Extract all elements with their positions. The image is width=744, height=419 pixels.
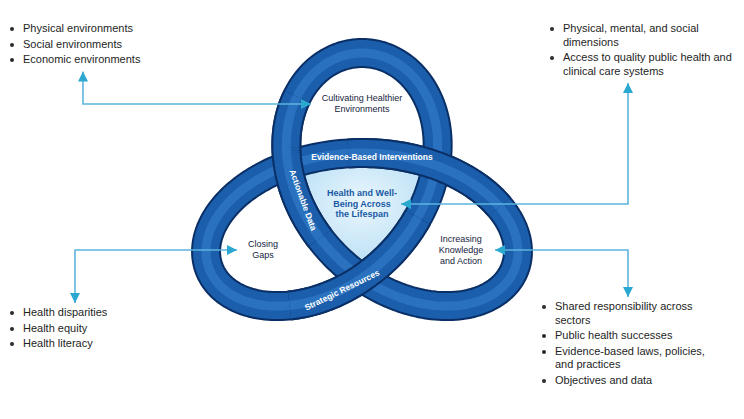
bullet-text: Physical, mental, and social dimensions (563, 22, 738, 49)
bullet-list: Physical, mental, and social dimensionsA… (548, 22, 738, 80)
bullet-dot (10, 43, 14, 47)
loop-text: Closing Gaps (240, 239, 286, 261)
center-region: Health and Well-Being Across the Lifespa… (326, 188, 398, 220)
bullet-text: Access to quality public health and clin… (563, 51, 738, 78)
bullet-text: Shared responsibility across sectors (555, 300, 715, 327)
bullet-list: Health disparitiesHealth equityHealth li… (8, 306, 183, 353)
bullet-item: Social environments (8, 38, 183, 52)
bullet-dot (10, 58, 14, 62)
connector-arrow (401, 83, 628, 204)
bullet-item: Health equity (8, 322, 183, 336)
bullet-dot (550, 27, 554, 31)
bullet-dot (10, 327, 14, 331)
bullet-text: Health literacy (23, 337, 93, 351)
bullet-item: Access to quality public health and clin… (548, 51, 738, 78)
bullet-item: Evidence-based laws, policies, and pract… (540, 345, 715, 372)
loop-label: Increasing Knowledge and Action (430, 234, 492, 267)
bullet-dot (542, 379, 546, 383)
band-label: Strategic Resources (303, 267, 381, 312)
knot-band-edge (206, 53, 518, 306)
bullet-text: Objectives and data (555, 374, 652, 388)
bullet-item: Health disparities (8, 306, 183, 320)
bullet-item: Physical, mental, and social dimensions (548, 22, 738, 49)
bullet-dot (542, 334, 546, 338)
bullet-dot (542, 305, 546, 309)
bullet-text: Evidence-based laws, policies, and pract… (555, 345, 715, 372)
knot-band-edge (286, 97, 320, 238)
knot-band (286, 97, 320, 238)
bullet-item: Shared responsibility across sectors (540, 300, 715, 327)
bullet-item: Health literacy (8, 337, 183, 351)
bullet-text: Public health successes (555, 329, 672, 343)
bullet-item: Physical environments (8, 22, 183, 36)
knot-band-highlight (286, 97, 320, 238)
loop-text: Increasing Knowledge and Action (430, 234, 492, 267)
knot-band-highlight (206, 53, 518, 306)
loop-label: Closing Gaps (240, 239, 286, 261)
bullet-item: Public health successes (540, 329, 715, 343)
bullet-dot (10, 311, 14, 315)
bullet-dot (10, 342, 14, 346)
bullet-text: Health disparities (23, 306, 107, 320)
band-label: Actionable Data (287, 168, 318, 232)
bullet-dot (550, 56, 554, 60)
bullet-list: Physical environmentsSocial environments… (8, 22, 183, 69)
bullet-item: Economic environments (8, 53, 183, 67)
connector-arrow (75, 250, 237, 303)
connector-arrow (83, 72, 311, 105)
bullet-text: Social environments (23, 38, 122, 52)
knot-band (206, 53, 518, 306)
band-label: Evidence-Based Interventions (311, 152, 432, 162)
loop-text: Cultivating Healthier Environments (314, 93, 410, 115)
bullet-item: Objectives and data (540, 374, 715, 388)
center-text: Health and Well-Being Across the Lifespa… (326, 188, 398, 220)
bullet-text: Physical environments (23, 22, 133, 36)
bullet-dot (542, 350, 546, 354)
bullet-text: Health equity (23, 322, 87, 336)
bullet-list: Shared responsibility across sectorsPubl… (540, 300, 715, 389)
bullet-text: Economic environments (23, 53, 140, 67)
bullet-dot (10, 27, 14, 31)
connector-arrow (495, 250, 628, 297)
loop-label: Cultivating Healthier Environments (314, 93, 410, 115)
